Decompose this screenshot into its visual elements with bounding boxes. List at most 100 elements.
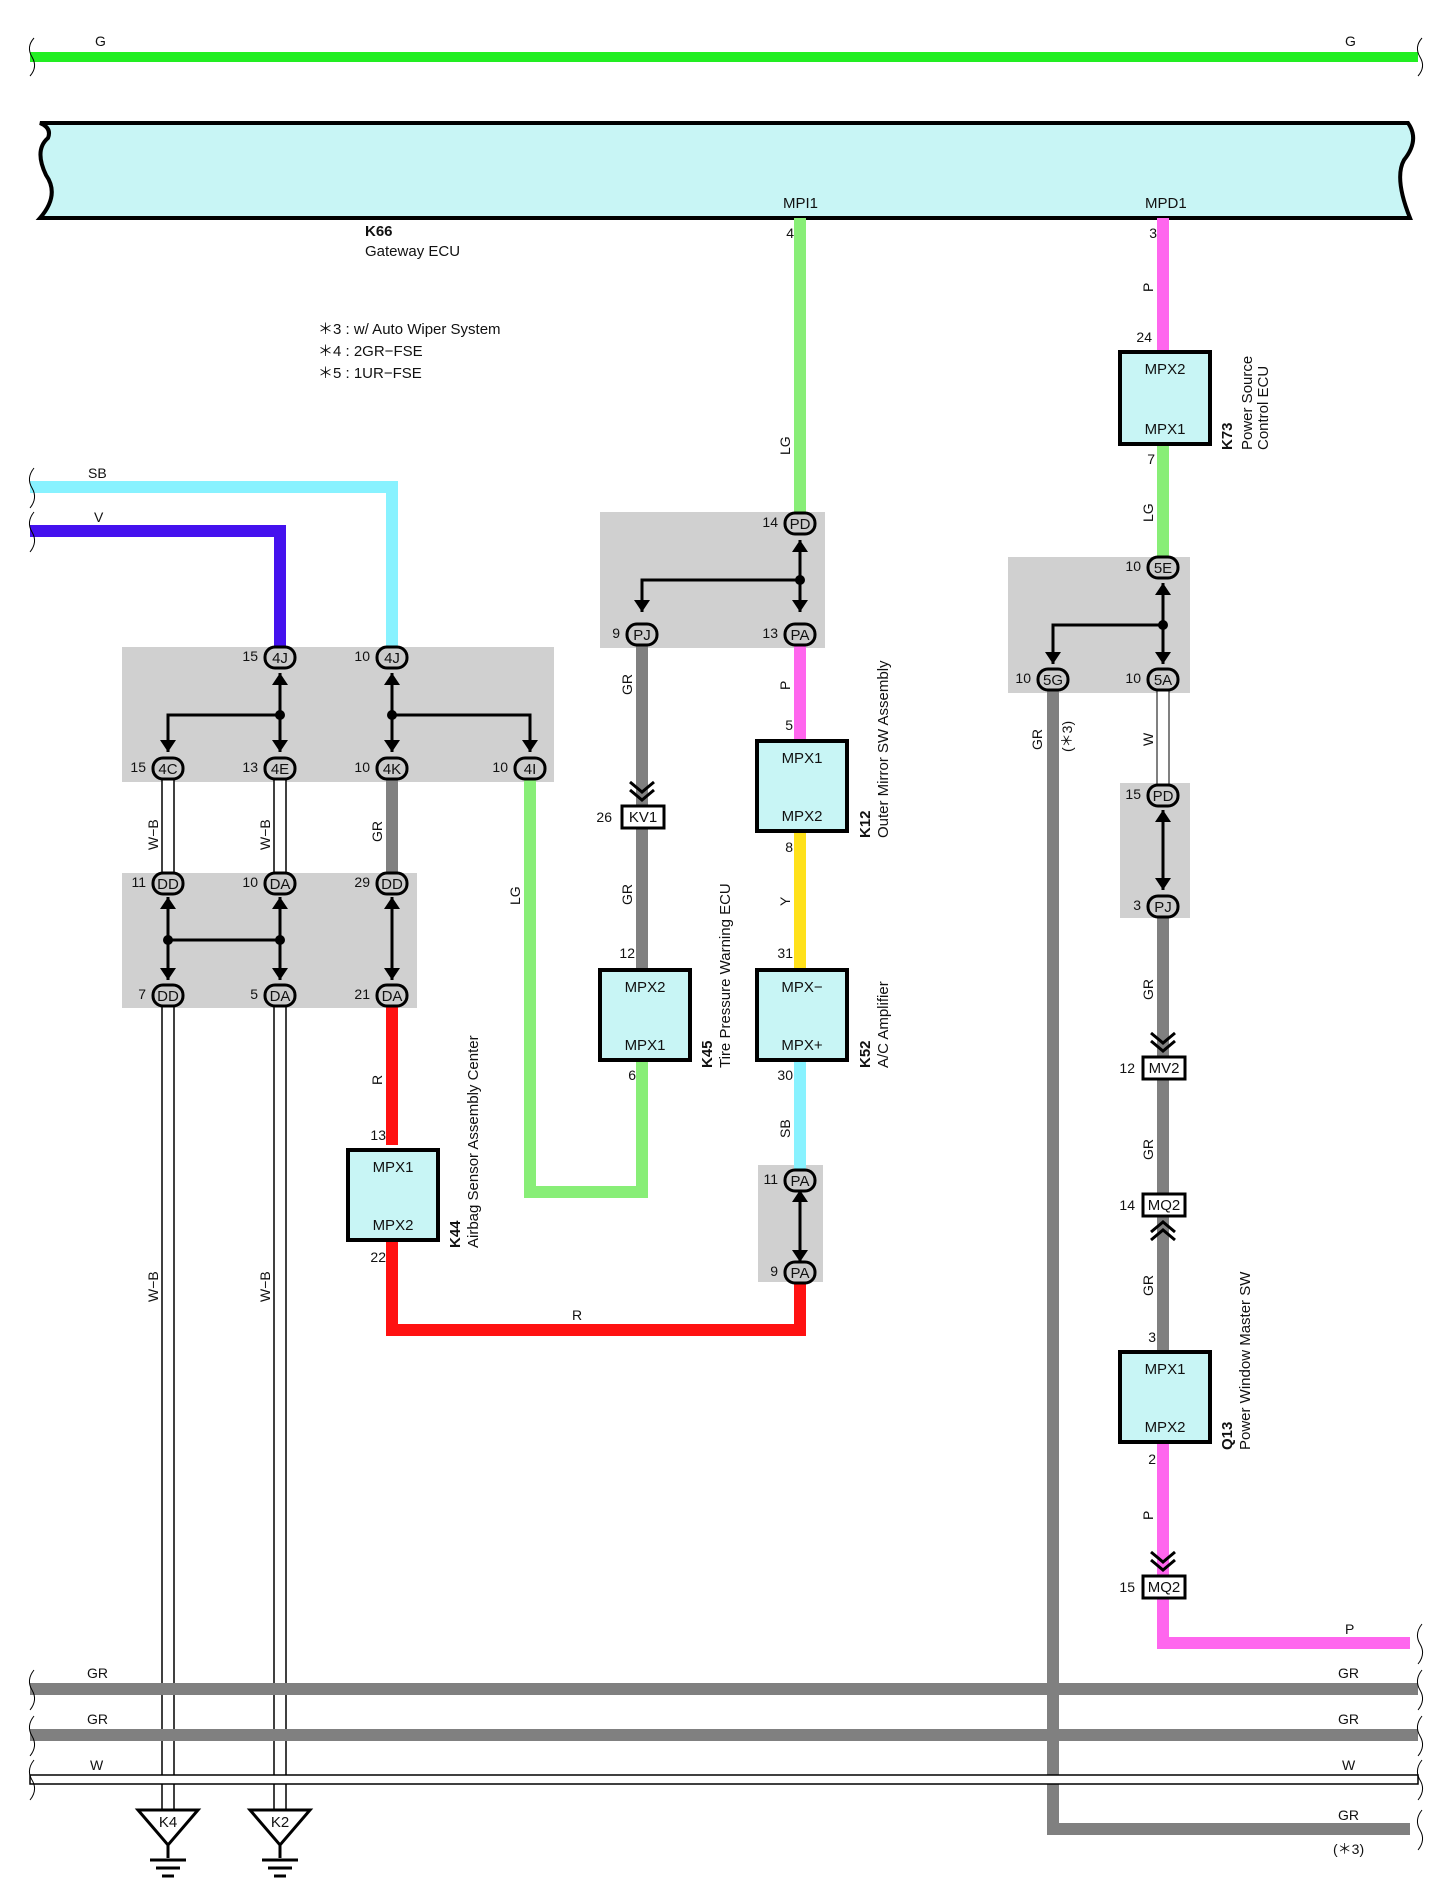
k52-code: K52	[857, 1040, 874, 1068]
inline-connectors: KV1 2 6 MV2 12 MQ2 14 MQ2 15	[596, 780, 1187, 1600]
k44-name: Airbag Sensor Assembly Center	[465, 1035, 482, 1248]
conn-5a-code: 5A	[1154, 672, 1172, 689]
conn-5a-pin: 10	[1125, 670, 1141, 686]
wl-lg-k73: LG	[1140, 503, 1156, 522]
wl-lg-mpi1: LG	[777, 436, 793, 455]
conn-mv2-code: MV2	[1149, 1060, 1180, 1077]
k52-pin-top: MPX−	[781, 979, 823, 996]
wl-wb3: W−B	[145, 1271, 161, 1302]
q13-code: Q13	[1219, 1422, 1236, 1450]
wl-gr-4k: GR	[369, 821, 385, 842]
k73-num-bottom: 7	[1147, 451, 1155, 467]
conn-4i-pin: 10	[492, 759, 508, 775]
conn-4c-pin: 15	[130, 759, 146, 775]
connectors: PD 14 PJ 9 PA 13 5E 10 5G 10 5A 10 PD 15…	[130, 511, 1180, 1285]
k73-num-top: 24	[1136, 329, 1152, 345]
ground-k4: K4	[134, 1808, 202, 1878]
k45-num-bottom: 6	[628, 1067, 636, 1083]
q13-name: Power Window Master SW	[1237, 1271, 1254, 1450]
conn-kv1-code: KV1	[629, 809, 657, 826]
wl-r-da: R	[369, 1075, 385, 1085]
component-k44: MPX1 MPX2 13 22 K44 Airbag Sensor Assemb…	[346, 1035, 482, 1265]
wl-wb4: W−B	[257, 1271, 273, 1302]
k73-code: K73	[1219, 422, 1236, 450]
bus-w-right: W	[1342, 1757, 1356, 1773]
conn-pd-top-pin: 14	[762, 514, 778, 530]
bottom-buses: GR GR GR GR W W GR (＊3) P	[28, 1621, 1424, 1857]
wl-p-pa: P	[777, 681, 793, 690]
conn-mq2-a-code: MQ2	[1148, 1197, 1181, 1214]
gateway-ecu-block: MPI1 MPD1 K66 Gateway ECU	[35, 121, 1416, 260]
bus-gr2-left: GR	[87, 1711, 108, 1727]
conn-4i-code: 4I	[524, 761, 537, 778]
bus-gr1-right: GR	[1338, 1665, 1359, 1681]
conn-dd-b-code: DD	[381, 876, 403, 893]
junction-dots	[163, 575, 1168, 945]
conn-4k-pin: 10	[354, 759, 370, 775]
bus-w-left: W	[90, 1757, 104, 1773]
q13-pin-top: MPX1	[1145, 1361, 1186, 1378]
gateway-pin-mpi1: MPI1	[783, 195, 818, 212]
component-k12: MPX1 MPX2 5 8 K12 Outer Mirror SW Assemb…	[755, 660, 892, 855]
ground-k2: K2	[246, 1808, 314, 1878]
k52-name: A/C Amplifier	[875, 981, 892, 1068]
q13-num-bottom: 2	[1148, 1451, 1156, 1467]
conn-4c-code: 4C	[158, 761, 177, 778]
k12-code: K12	[857, 810, 874, 838]
conn-dd-c-code: DD	[157, 988, 179, 1005]
conn-da-b-code: DA	[270, 988, 291, 1005]
k73-pin-bottom: MPX1	[1145, 421, 1186, 438]
conn-pj-right-code: PJ	[1154, 899, 1172, 916]
wl-wb1: W−B	[145, 819, 161, 850]
wl-lg-4i: LG	[507, 886, 523, 905]
conn-dd-a-code: DD	[157, 876, 179, 893]
conn-pj-right-pin: 3	[1133, 897, 1141, 913]
conn-da-c-code: DA	[382, 988, 403, 1005]
mpd1-pin-num: 3	[1149, 225, 1157, 241]
conn-4e-code: 4E	[271, 761, 289, 778]
k44-num-top: 13	[370, 1127, 386, 1143]
k45-name: Tire Pressure Warning ECU	[717, 883, 734, 1068]
input-v-label: V	[94, 509, 104, 525]
conn-mq2-b-pin: 15	[1119, 1579, 1135, 1595]
k12-num-top: 5	[785, 717, 793, 733]
q13-num-top: 3	[1148, 1329, 1156, 1345]
conn-pa-right-code: PA	[791, 627, 810, 644]
k73-name1: Power Source	[1239, 356, 1256, 450]
conn-4j-b-code: 4J	[384, 650, 400, 667]
wire-labels: LG P LG W GR (＊3) GR GR P Y SB W−B W−B G…	[145, 283, 1156, 1520]
k12-num-bottom: 8	[785, 839, 793, 855]
k52-num-top: 31	[777, 945, 793, 961]
conn-pd-right-pin: 15	[1125, 786, 1141, 802]
conn-da-a-pin: 10	[242, 874, 258, 890]
k52-pin-bottom: MPX+	[781, 1037, 823, 1054]
conn-mq2-a-pin: 14	[1119, 1197, 1135, 1213]
component-k45: MPX2 MPX1 12 6 K45 Tire Pressure Warning…	[598, 883, 734, 1083]
conn-5e-pin: 10	[1125, 558, 1141, 574]
conn-mq2-b-code: MQ2	[1148, 1579, 1181, 1596]
k44-pin-bottom: MPX2	[373, 1217, 414, 1234]
note-1: ＊3 : w/ Auto Wiper System	[318, 321, 501, 338]
k12-pin-bottom: MPX2	[782, 808, 823, 825]
conn-pa-b-pin: 9	[770, 1263, 778, 1279]
input-sb-label: SB	[88, 465, 107, 481]
gateway-pin-mpd1: MPD1	[1145, 195, 1187, 212]
bus-star3: (＊3)	[1333, 1841, 1364, 1857]
wl-gr-pj-r: GR	[1140, 979, 1156, 1000]
k45-pin-bottom: MPX1	[625, 1037, 666, 1054]
gateway-name: Gateway ECU	[365, 243, 460, 260]
wl-gr-5g: GR	[1029, 729, 1045, 750]
k45-num-top: 12	[619, 945, 635, 961]
bus-gr3-right: GR	[1338, 1807, 1359, 1823]
conn-pa-a-pin: 11	[763, 1171, 778, 1187]
component-k73: MPX2 MPX1 24 7 K73 Power Source Control …	[1118, 329, 1272, 467]
ground-k2-label: K2	[271, 1814, 289, 1831]
k73-pin-top: MPX2	[1145, 361, 1186, 378]
conn-pa-b-code: PA	[791, 1265, 810, 1282]
conn-5g-code: 5G	[1043, 672, 1063, 689]
note-3: ＊5 : 1UR−FSE	[318, 365, 422, 382]
conn-pa-a-code: PA	[791, 1173, 810, 1190]
conn-dd-a-pin: 11	[131, 874, 146, 890]
k52-num-bottom: 30	[777, 1067, 793, 1083]
top-bus-label-left: G	[95, 33, 106, 49]
